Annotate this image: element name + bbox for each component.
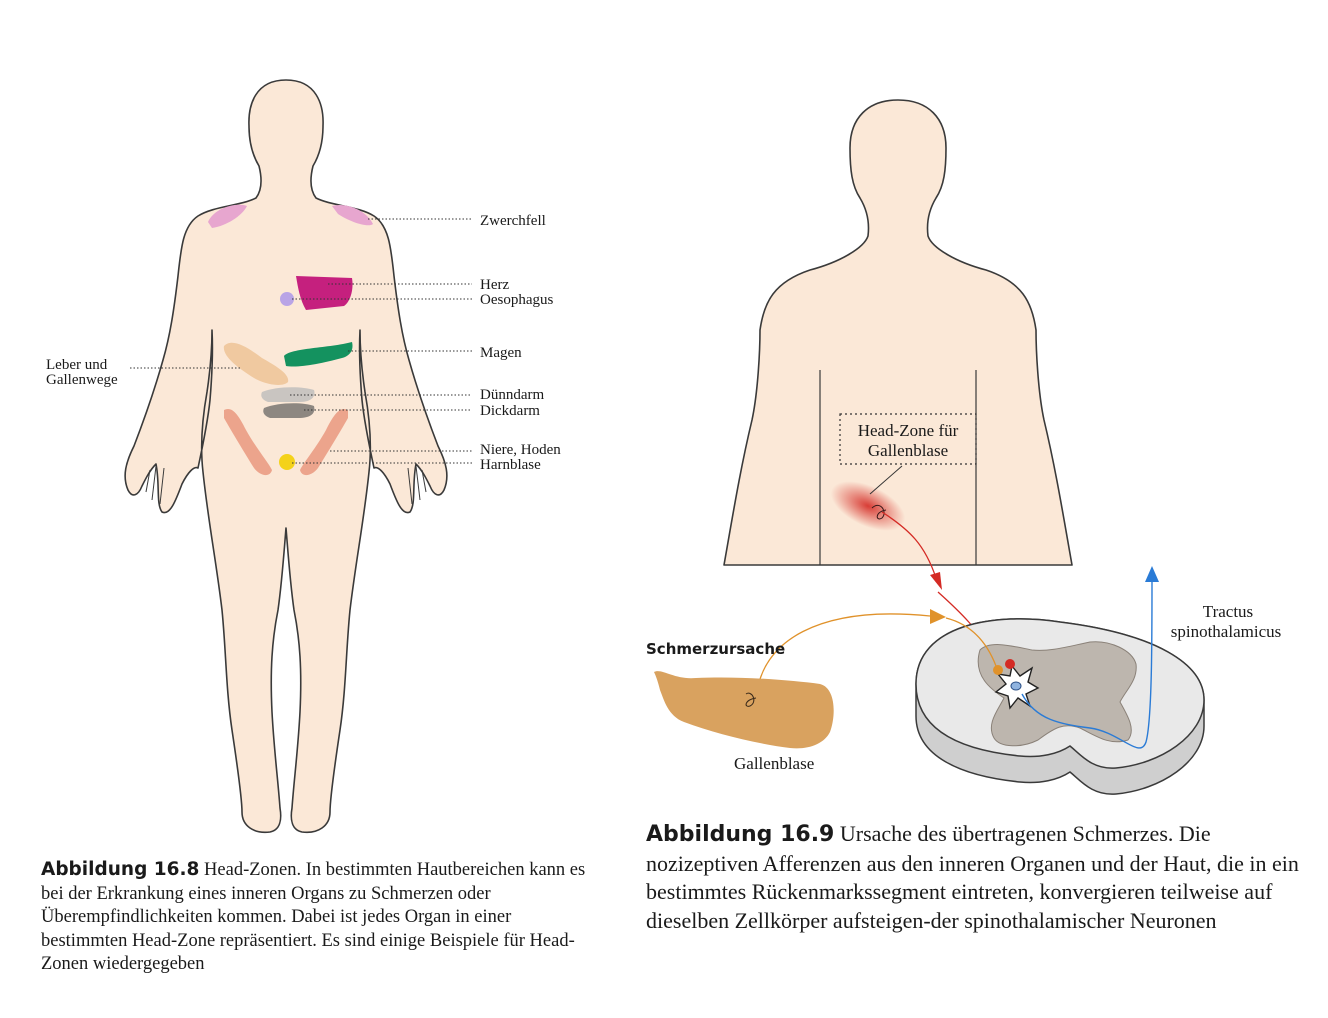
zone-niere-left xyxy=(224,408,272,476)
label-headzone-line2: Gallenblase xyxy=(868,441,948,460)
label-leber-line2: Gallenwege xyxy=(46,372,118,388)
zone-niere-right xyxy=(300,408,348,476)
gallbladder xyxy=(654,671,834,749)
label-harnblase: Harnblase xyxy=(480,457,541,473)
skin-afferent-upper xyxy=(881,511,937,579)
label-niere-hoden: Niere, Hoden xyxy=(480,442,561,458)
zone-herz xyxy=(296,276,353,310)
zone-leber xyxy=(223,342,289,385)
organ-afferent-arrow xyxy=(930,609,946,624)
spinothalamic-tract xyxy=(1021,579,1153,749)
organ-synapse xyxy=(993,665,1003,675)
neuron-nucleus xyxy=(1010,681,1022,691)
torso-silhouette xyxy=(723,99,1073,566)
figure-16-9: Head-Zone für Gallenblase Tractus spinot… xyxy=(640,0,1328,1018)
skin-afferent-arrow xyxy=(930,572,942,590)
label-duenndarm: Dünndarm xyxy=(480,387,544,403)
organ-afferent-lower xyxy=(945,617,997,667)
label-gallenblase: Gallenblase xyxy=(734,754,814,773)
zone-zwerchfell-right xyxy=(332,204,373,226)
label-herz: Herz xyxy=(480,277,509,293)
leader-lines xyxy=(130,218,472,464)
caption-text: Head-Zonen. In bestimmten Hautbereichen … xyxy=(41,860,586,974)
label-dickdarm: Dickdarm xyxy=(480,403,540,419)
zone-duenndarm xyxy=(261,387,315,402)
referred-pain-diagram: Head-Zone für Gallenblase Tractus spinot… xyxy=(646,99,1281,795)
body-diagram: Zwerchfell Herz Oesophagus Magen Leber u… xyxy=(46,79,561,834)
label-schmerzursache: Schmerzursache xyxy=(646,640,785,658)
label-zwerchfell: Zwerchfell xyxy=(480,213,546,229)
tract-arrow xyxy=(1145,566,1159,582)
label-magen: Magen xyxy=(480,345,522,361)
label-headzone-line1: Head-Zone für xyxy=(858,421,959,440)
skin-synapse xyxy=(1005,659,1015,669)
organ-nerve-ending xyxy=(745,692,757,707)
finger-lines xyxy=(145,465,427,505)
label-oesophagus: Oesophagus xyxy=(480,292,553,308)
zone-zwerchfell-left xyxy=(208,204,247,228)
caption-number: Abbildung 16.9 xyxy=(646,822,835,847)
caption-text: Ursache des übertragenen Schmerzes. Die … xyxy=(646,821,1299,933)
label-leber-line1: Leber und xyxy=(46,357,108,373)
grey-matter xyxy=(977,641,1137,747)
headzone-leader xyxy=(869,465,903,495)
caption-number: Abbildung 16.8 xyxy=(41,859,200,880)
label-tractus-line2: spinothalamicus xyxy=(1171,622,1281,641)
zone-harnblase xyxy=(279,454,295,470)
zone-oesophagus xyxy=(280,292,294,306)
head-zone-gallenblase xyxy=(830,481,906,531)
skin-nerve-ending xyxy=(871,504,887,520)
figure-caption: Abbildung 16.9 Ursache des übertragenen … xyxy=(646,820,1326,935)
label-tractus-line1: Tractus xyxy=(1203,602,1253,621)
figure-caption: Abbildung 16.8 Head-Zonen. In bestimmten… xyxy=(41,858,601,977)
zone-dickdarm xyxy=(263,403,315,418)
zone-magen xyxy=(284,342,353,367)
figure-16-8: Zwerchfell Herz Oesophagus Magen Leber u… xyxy=(0,0,640,1018)
head-zone-label-box xyxy=(839,413,977,465)
